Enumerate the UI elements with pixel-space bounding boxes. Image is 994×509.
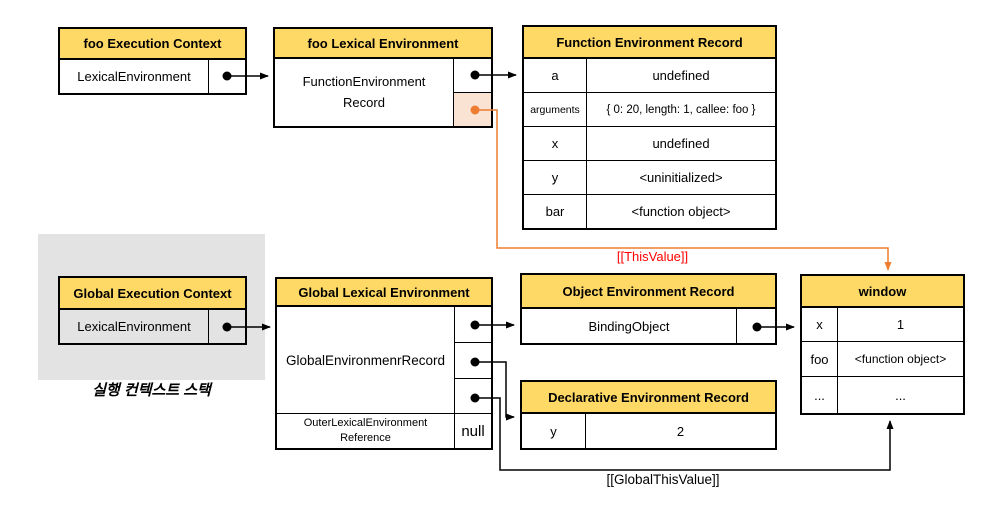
- object-environment-record-title: Object Environment Record: [522, 275, 775, 309]
- fer-row-value: <uninitialized>: [639, 170, 723, 185]
- table-row: y 2: [522, 414, 775, 448]
- execution-context-stack-caption: 실행 컨텍스트 스택: [92, 382, 211, 399]
- table-row: ... ...: [802, 376, 963, 413]
- foo-execution-context-box: foo Execution Context LexicalEnvironment: [58, 27, 247, 95]
- fer-row-key: x: [524, 127, 587, 160]
- table-row: x undefined: [524, 126, 775, 160]
- global-lexical-environment-title: Global Lexical Environment: [277, 279, 491, 307]
- foo-ec-lexical-environment-label: LexicalEnvironment: [60, 60, 209, 93]
- outer-reference-null-value: null: [454, 414, 491, 448]
- fer-row-key: a: [524, 59, 587, 92]
- window-title: window: [802, 276, 963, 308]
- this-value-label: [[ThisValue]]: [616, 249, 689, 264]
- gle-global-this-pointer-cell: [455, 378, 491, 413]
- window-row-key: ...: [802, 377, 838, 413]
- window-row-value: <function object>: [854, 352, 947, 366]
- fer-row-value: undefined: [652, 68, 710, 83]
- window-row-value: 1: [896, 317, 905, 332]
- foo-lexical-environment-title: foo Lexical Environment: [275, 29, 491, 59]
- foo-execution-context-title: foo Execution Context: [60, 29, 245, 60]
- fer-row-value: undefined: [652, 136, 710, 151]
- gle-object-record-pointer-cell: [455, 307, 491, 342]
- fer-row-value: { 0: 20, length: 1, callee: foo }: [606, 103, 756, 116]
- global-execution-context-title: Global Execution Context: [60, 278, 245, 310]
- binding-object-pointer-cell: [736, 309, 775, 343]
- foo-lexical-environment-box: foo Lexical Environment FunctionEnvironm…: [273, 27, 493, 128]
- table-row: arguments { 0: 20, length: 1, callee: fo…: [524, 92, 775, 126]
- foo-le-this-binding-cell: [454, 92, 491, 126]
- foo-ec-pointer-cell: [209, 60, 245, 93]
- global-execution-context-box: Global Execution Context LexicalEnvironm…: [58, 276, 247, 345]
- table-row: x 1: [802, 308, 963, 341]
- foo-le-record-pointer-cell: [454, 59, 491, 92]
- window-row-key: foo: [802, 342, 838, 376]
- window-object-box: window x 1 foo <function object> ... ...: [800, 274, 965, 415]
- function-environment-record-label: FunctionEnvironment Record: [302, 74, 426, 110]
- table-row: foo <function object>: [802, 341, 963, 376]
- gle-declarative-record-pointer-cell: [455, 342, 491, 378]
- global-this-value-label: [[GlobalThisValue]]: [606, 472, 720, 487]
- function-environment-record-box: Function Environment Record a undefined …: [522, 25, 777, 230]
- der-row-key: y: [522, 414, 586, 448]
- fer-row-key: y: [524, 161, 587, 194]
- global-ec-pointer-cell: [209, 310, 245, 343]
- binding-object-label: BindingObject: [588, 318, 670, 334]
- table-row: y <uninitialized>: [524, 160, 775, 194]
- global-lexical-environment-box: Global Lexical Environment GlobalEnviron…: [275, 277, 493, 450]
- declarative-environment-record-title: Declarative Environment Record: [522, 382, 775, 414]
- fer-row-key: arguments: [524, 93, 587, 126]
- table-row: a undefined: [524, 59, 775, 92]
- outer-lexical-environment-reference-label: OuterLexicalEnvironment Reference: [303, 416, 428, 444]
- fer-row-value: <function object>: [631, 204, 731, 219]
- global-environment-record-label: GlobalEnvironmenrRecord: [285, 352, 446, 368]
- fer-row-key: bar: [524, 195, 587, 228]
- window-row-key: x: [802, 308, 838, 341]
- declarative-environment-record-box: Declarative Environment Record y 2: [520, 380, 777, 450]
- window-row-value: ...: [895, 387, 906, 403]
- der-row-value: 2: [676, 423, 685, 439]
- function-environment-record-title: Function Environment Record: [524, 27, 775, 59]
- object-environment-record-box: Object Environment Record BindingObject: [520, 273, 777, 345]
- global-ec-lexical-environment-label: LexicalEnvironment: [60, 310, 209, 343]
- table-row: bar <function object>: [524, 194, 775, 228]
